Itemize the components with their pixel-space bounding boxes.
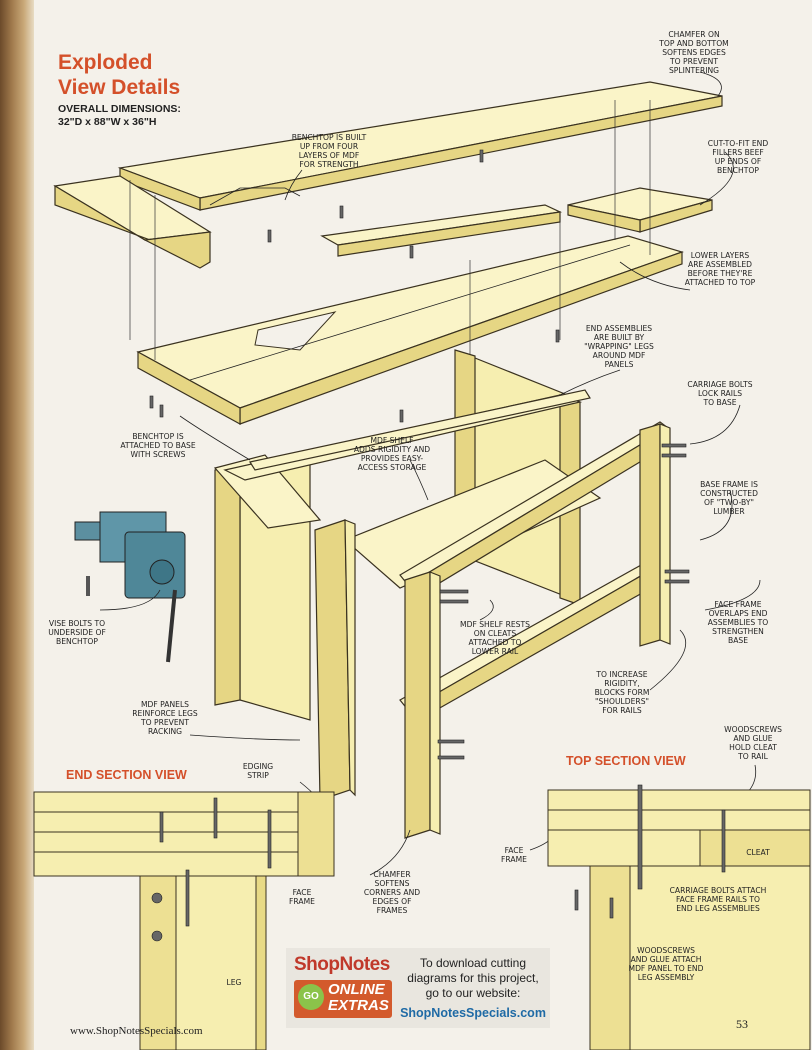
callout-chamfer-softens: CHAMFER SOFTENS CORNERS AND EDGES OF FRA… [363,870,421,915]
dimensions-heading: OVERALL DIMENSIONS: [58,103,181,115]
promo-description: To download cutting diagrams for this pr… [407,956,539,1000]
top-section-view [547,784,811,1050]
callout-benchtop-attached: BENCHTOP IS ATTACHED TO BASE WITH SCREWS [120,432,196,459]
callout-leg: LEG [226,978,242,987]
callout-end-assemblies: END ASSEMBLIES ARE BUILT BY "WRAPPING" L… [584,324,654,369]
footer-website: www.ShopNotesSpecials.com [70,1025,203,1037]
carriage-bolts [437,443,690,760]
callout-woodscrews-cleat: WOODSCREWS AND GLUE HOLD CLEAT TO RAIL [724,725,782,761]
promo-website-link[interactable]: ShopNotesSpecials.com [400,1006,546,1020]
base-frame [213,349,671,839]
title-line-2: View Details [58,76,181,99]
callout-carriage-bolts: CARRIAGE BOLTS LOCK RAILS TO BASE [687,380,753,407]
edging-strip [53,175,212,269]
overall-dimensions: OVERALL DIMENSIONS: 32"D x 88"W x 36"H [58,103,181,129]
shopnotes-logo: ShopNotes [294,954,390,975]
callout-vise-bolts: VISE BOLTS TO UNDERSIDE OF BENCHTOP [48,619,106,646]
callout-mdf-panels: MDF PANELS REINFORCE LEGS TO PREVENT RAC… [132,700,198,736]
page-number: 53 [736,1017,748,1031]
end-section-view [33,791,335,1050]
callout-edging-strip: EDGING STRIP [242,762,274,780]
page-title: Exploded View Details [58,50,180,100]
benchtop-lower-layers [136,235,684,426]
callout-benchtop-built: BENCHTOP IS BUILT UP FROM FOUR LAYERS OF… [291,133,367,169]
callout-woodscrews-mdf: WOODSCREWS AND GLUE ATTACH MDF PANEL TO … [628,946,704,982]
callout-cleat: CLEAT [746,848,770,857]
online-extras-badge: GO ONLINE EXTRAS [294,980,392,1018]
callout-cut-to-fit: CUT-TO-FIT END FILLERS BEEF UP ENDS OF B… [707,139,769,175]
callout-face-frame-end: FACE FRAME [289,888,315,906]
callout-carriage-attach: CARRIAGE BOLTS ATTACH FACE FRAME RAILS T… [669,886,767,913]
callout-mdf-shelf-adds: MDF SHELF ADDS RIGIDITY AND PROVIDES EAS… [353,436,431,472]
callout-face-frame-overlaps: FACE FRAME OVERLAPS END ASSEMBLIES TO ST… [707,600,769,645]
title-line-1: Exploded [58,51,153,74]
bench-vise [74,511,186,663]
callout-chamfer-top: CHAMFER ON TOP AND BOTTOM SOFTENS EDGES … [659,30,729,75]
callout-to-increase: TO INCREASE RIGIDITY, BLOCKS FORM "SHOUL… [594,670,650,715]
callout-face-frame-top: FACE FRAME [501,846,527,864]
end-section-title: END SECTION VIEW [66,768,187,782]
callout-base-frame: BASE FRAME IS CONSTRUCTED OF "TWO-BY" LU… [700,480,758,516]
top-section-title: TOP SECTION VIEW [566,754,686,768]
online-extras-promo: ShopNotes GO ONLINE EXTRAS To download c… [286,948,550,1028]
alignment-lines [129,100,651,360]
callout-lower-layers: LOWER LAYERS ARE ASSEMBLED BEFORE THEY'R… [684,251,756,287]
dimensions-value: 32"D x 88"W x 36"H [58,116,157,128]
book-spine [0,0,34,1050]
end-fillers [320,187,713,257]
benchtop-top-layer [117,81,723,211]
leader-lines [99,71,761,876]
go-badge-icon: GO [298,984,324,1010]
online-extras-label: ONLINE EXTRAS [328,981,389,1014]
callout-mdf-shelf-rests: MDF SHELF RESTS ON CLEATS ATTACHED TO LO… [460,620,530,656]
